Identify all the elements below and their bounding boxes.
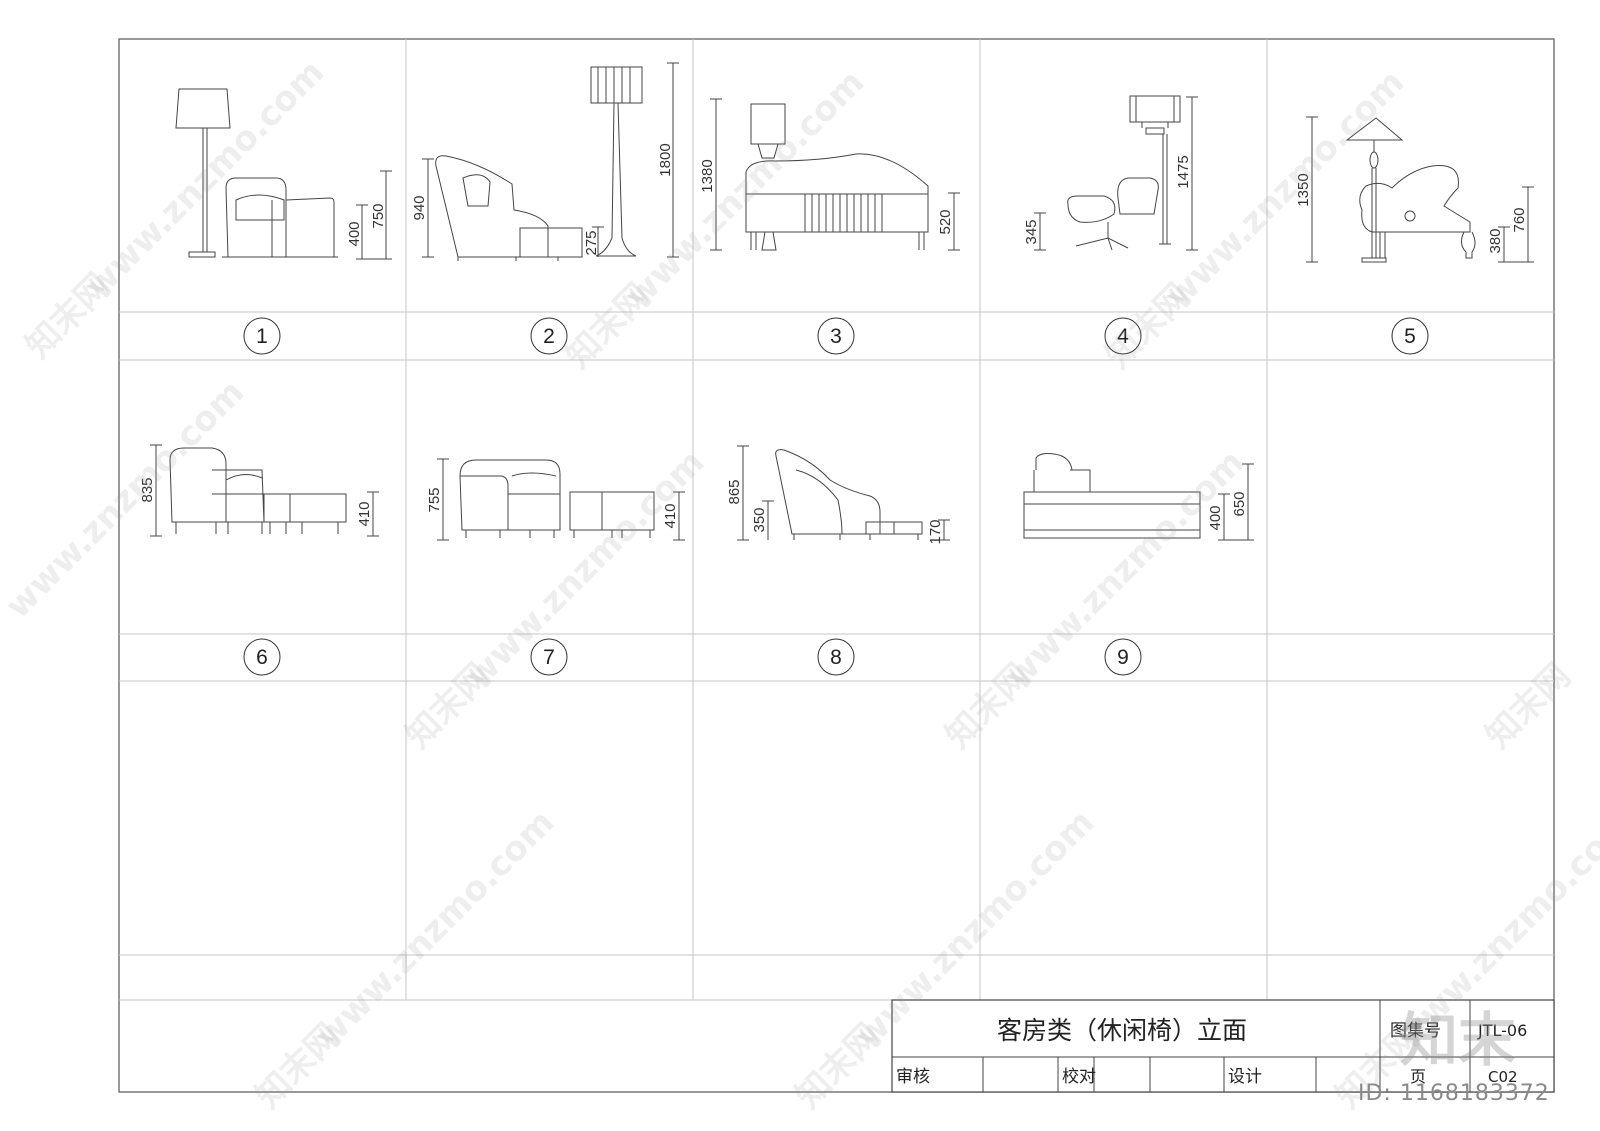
furniture-1-armchair-floor-lamp: [175, 88, 338, 258]
dim-label: 760: [1511, 207, 1528, 232]
furniture-4-swivel-chair-lamp: [1067, 95, 1181, 251]
item-number: 9: [1117, 646, 1129, 669]
item-number: 3: [830, 325, 842, 348]
item-number-markers: 1 2 3 4 5 6 7 8 9: [243, 317, 1429, 676]
page-value: C02: [1488, 1068, 1518, 1086]
album-label: 图集号: [1390, 1021, 1441, 1041]
dim-label: 750: [370, 203, 387, 228]
item-number-circle: [530, 317, 568, 355]
watermark-id: ID: 1168183372: [1358, 1081, 1550, 1106]
dim-label: 865: [726, 479, 743, 504]
dim-label: 350: [751, 507, 768, 532]
dim-lines-9: [1218, 463, 1254, 541]
watermark-site: www.znzmo.com: [618, 62, 872, 316]
item-number: 4: [1117, 325, 1129, 348]
dim-label: 755: [426, 487, 443, 512]
title-block: 客房类（休闲椅）立面 图集号 JTL-06 审核 校对 设计 页 C02: [891, 999, 1555, 1093]
item-number-circle: [1104, 317, 1142, 355]
dim-label: 410: [356, 501, 373, 526]
watermark-brand: 知末网: [1478, 656, 1578, 756]
item-number: 8: [830, 646, 842, 669]
dim-label: 835: [139, 477, 156, 502]
furniture-2-lounge-chair-lamp: [435, 66, 643, 261]
dim-lines-1: [356, 170, 392, 260]
item-number-circle: [1391, 317, 1429, 355]
dim-lines-3: [710, 98, 960, 251]
dim-lines-7: [437, 458, 685, 541]
dim-label: 1350: [1295, 173, 1312, 206]
designer-label: 设计: [1228, 1067, 1262, 1087]
drawing-title: 客房类（休闲椅）立面: [997, 1016, 1247, 1045]
sheet-grid: [118, 38, 1555, 1093]
dim-label: 650: [1231, 491, 1248, 516]
dim-label: 170: [927, 519, 944, 544]
sheet-border: [118, 38, 1555, 1093]
watermark-logo: 知末: [1400, 1006, 1516, 1074]
watermark-site: www.znzmo.com: [458, 442, 712, 696]
furniture-5-classic-chaise-lamp: [1345, 117, 1476, 263]
item-number: 7: [543, 646, 555, 669]
dim-label: 380: [1487, 228, 1504, 253]
item-number: 1: [256, 325, 268, 348]
furniture-8-high-back-lounge: [775, 449, 923, 540]
furniture-6-armchair-ottomans: [169, 447, 347, 534]
item-number-circle: [530, 638, 568, 676]
dim-label: 1380: [699, 159, 716, 192]
reviewer-label: 审核: [896, 1067, 930, 1087]
page-label: 页: [1410, 1067, 1426, 1086]
item-number: 6: [256, 646, 268, 669]
item-number-circle: [243, 317, 281, 355]
dim-label: 1475: [1175, 155, 1192, 188]
item-number-circle: [817, 317, 855, 355]
furniture-7-club-chair-ottoman: [459, 459, 655, 538]
furniture-3-chaise-sofa: [745, 103, 929, 251]
dim-lines-2: [422, 62, 679, 258]
watermark-layer: 知末网 www.znzmo.com 知末网 www.znzmo.com 知末网 …: [0, 52, 1600, 1116]
watermark-site: www.znzmo.com: [308, 802, 562, 1056]
item-number-circle: [1104, 638, 1142, 676]
dim-label: 520: [937, 209, 954, 234]
watermark-site: www.znzmo.com: [78, 52, 332, 306]
dim-label: 410: [662, 503, 679, 528]
furniture-9-daybed: [1023, 453, 1201, 539]
dim-label: 400: [1207, 505, 1224, 530]
dim-label: 1800: [657, 143, 674, 176]
item-number: 5: [1404, 325, 1416, 348]
dim-label: 940: [411, 195, 428, 220]
checker-label: 校对: [1062, 1067, 1096, 1087]
dim-lines-8: [737, 445, 950, 541]
item-number-circle: [243, 638, 281, 676]
watermark-site: www.znzmo.com: [1158, 62, 1412, 316]
title-block-frame: [891, 999, 1555, 1093]
item-number: 2: [543, 325, 555, 348]
dim-lines-4: [1034, 96, 1198, 251]
dim-label: 400: [346, 221, 363, 246]
dim-label: 275: [583, 230, 600, 255]
dim-lines-6: [150, 444, 379, 537]
dim-lines-5: [1306, 116, 1534, 263]
dim-label: 345: [1023, 219, 1040, 244]
album-value: JTL-06: [1477, 1021, 1527, 1040]
watermark-site: www.znzmo.com: [0, 372, 252, 626]
item-number-circle: [817, 638, 855, 676]
